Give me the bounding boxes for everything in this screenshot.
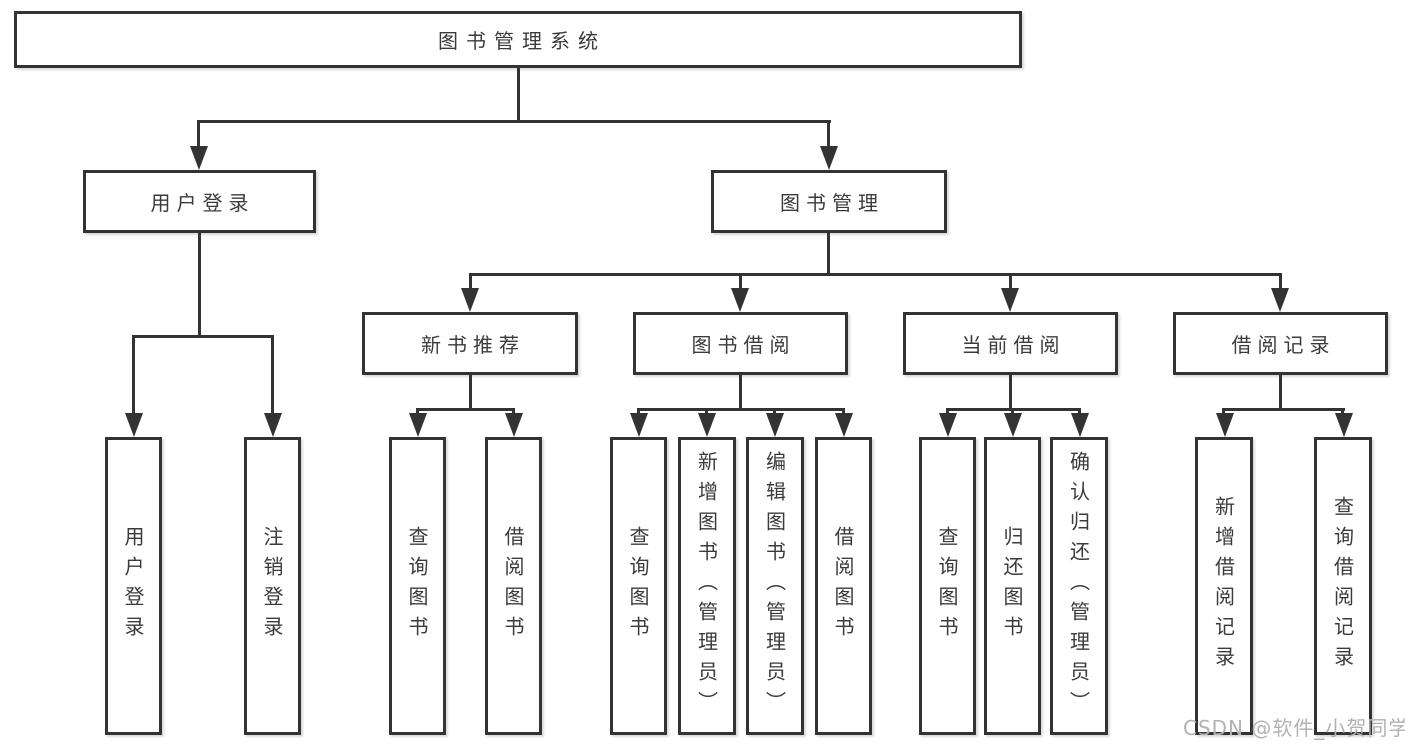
leaf-logout: 注销登录 [244, 437, 301, 735]
node-current-borrow: 当前借阅 [903, 312, 1118, 375]
arrow-down-icon [766, 413, 784, 437]
arrow-down-icon [125, 413, 143, 437]
leaf-return-book: 归还图书 [984, 437, 1041, 735]
arrow-down-icon [835, 413, 853, 437]
watermark-text: CSDN @软件_小贺同学 [1183, 716, 1405, 740]
connector-line [946, 408, 949, 415]
arrow-down-icon [698, 413, 716, 437]
leaf-add-borrow-record: 新增借阅记录 [1195, 437, 1253, 735]
arrow-down-icon [1271, 288, 1289, 312]
arrow-down-icon [731, 288, 749, 312]
leaf-query-book: 查询图书 [610, 437, 667, 735]
arrow-down-icon [630, 413, 648, 437]
node-label: 用户登录 [150, 191, 255, 215]
node-label: 查询图书 [935, 526, 959, 646]
leaf-query-borrow-record: 查询借阅记录 [1314, 437, 1372, 735]
leaf-edit-book-admin: 编辑图书（管理员） [746, 437, 804, 735]
arrow-down-icon [461, 288, 479, 312]
connector-line [773, 408, 776, 415]
leaf-borrow-book: 借阅图书 [815, 437, 872, 735]
arrow-down-icon [264, 413, 282, 437]
arrow-down-icon [1335, 413, 1353, 437]
connector-line [132, 335, 135, 415]
node-label: 借阅记录 [1231, 333, 1336, 357]
connector-line [197, 120, 831, 123]
leaf-query-book: 查询图书 [919, 437, 976, 735]
node-user-login: 用户登录 [83, 170, 316, 233]
connector-line [1222, 408, 1225, 415]
arrow-down-icon [1216, 413, 1234, 437]
connector-line [827, 120, 830, 148]
node-label: 用户登录 [121, 526, 145, 646]
arrow-down-icon [1004, 413, 1022, 437]
connector-line [517, 68, 520, 120]
node-library-system: 图书管理系统 [14, 11, 1022, 68]
connector-line [1011, 408, 1014, 415]
arrow-down-icon [820, 146, 838, 170]
node-label: 新增借阅记录 [1211, 496, 1236, 676]
node-label: 归还图书 [1000, 526, 1024, 646]
connector-line [705, 408, 708, 415]
node-label: 查询图书 [405, 526, 429, 646]
node-label: 图书管理 [780, 191, 884, 215]
connector-line [1341, 408, 1344, 415]
connector-line [512, 408, 515, 415]
connector-line [197, 120, 200, 148]
node-label: 编辑图书（管理员） [762, 451, 787, 721]
node-label: 注销登录 [260, 526, 284, 646]
connector-line [271, 335, 274, 415]
node-book-management: 图书管理 [711, 170, 947, 233]
leaf-add-book-admin: 新增图书（管理员） [678, 437, 736, 735]
connector-line [469, 273, 472, 290]
connector-line [198, 233, 201, 335]
arrow-down-icon [1071, 413, 1089, 437]
node-label: 查询图书 [626, 526, 650, 646]
connector-line [1279, 375, 1282, 408]
node-label: 借阅图书 [831, 526, 855, 646]
connector-line [739, 375, 742, 408]
arrow-down-icon [409, 413, 427, 437]
connector-line [827, 233, 830, 273]
connector-line [416, 408, 515, 411]
connector-line [469, 273, 1282, 276]
connector-line [739, 273, 742, 290]
leaf-borrow-book: 借阅图书 [485, 437, 542, 735]
node-label: 新书推荐 [421, 333, 525, 357]
node-book-borrow: 图书借阅 [633, 312, 848, 375]
connector-line [1222, 408, 1345, 411]
leaf-user-login: 用户登录 [105, 437, 162, 735]
connector-line [637, 408, 640, 415]
connector-line [842, 408, 845, 415]
node-label: 查询借阅记录 [1330, 496, 1355, 676]
connector-line [132, 335, 274, 338]
connector-line [1009, 375, 1012, 408]
connector-line [1279, 273, 1282, 290]
arrow-down-icon [190, 146, 208, 170]
node-borrow-records: 借阅记录 [1173, 312, 1388, 375]
connector-line [637, 408, 845, 411]
node-label: 确认归还（管理员） [1066, 451, 1091, 721]
connector-line [469, 375, 472, 408]
node-label: 借阅图书 [501, 526, 525, 646]
node-label: 图书管理系统 [438, 29, 606, 53]
arrow-down-icon [505, 413, 523, 437]
arrow-down-icon [939, 413, 957, 437]
connector-line [1078, 408, 1081, 415]
node-label: 图书借阅 [691, 333, 796, 357]
node-label: 新增图书（管理员） [694, 451, 719, 721]
arrow-down-icon [1001, 288, 1019, 312]
connector-line [1009, 273, 1012, 290]
connector-line [416, 408, 419, 415]
node-label: 当前借阅 [961, 333, 1066, 357]
node-new-book-recommend: 新书推荐 [362, 312, 578, 375]
leaf-query-book: 查询图书 [389, 437, 446, 735]
leaf-confirm-return-admin: 确认归还（管理员） [1050, 437, 1108, 735]
